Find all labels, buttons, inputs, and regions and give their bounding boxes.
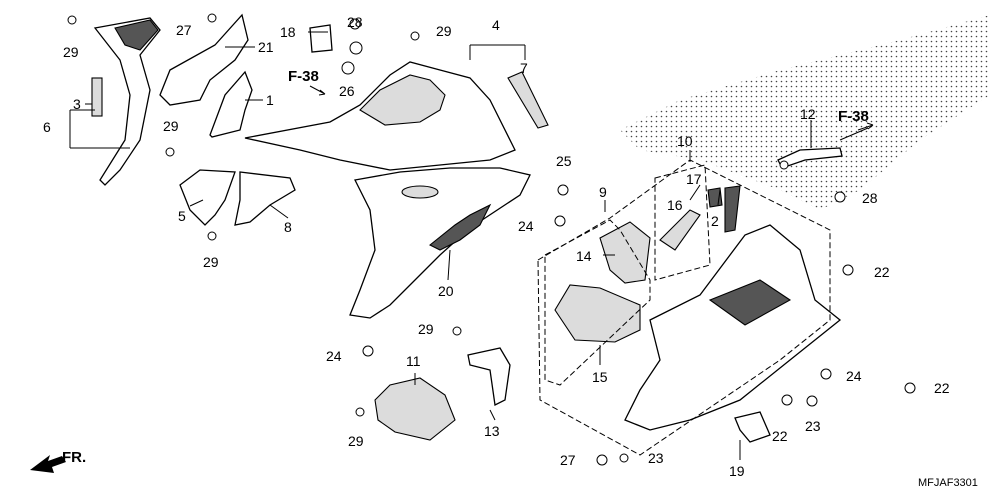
part-16-bracket xyxy=(659,209,701,251)
callout-12: 12 xyxy=(800,106,816,122)
callout-22a: 22 xyxy=(874,264,890,280)
callout-17: 17 xyxy=(686,171,702,187)
part-6-top xyxy=(114,19,159,51)
callout-2: 2 xyxy=(711,213,719,229)
callout-11: 11 xyxy=(406,353,421,369)
callout-29c: 29 xyxy=(163,118,179,134)
part-18-stay xyxy=(309,24,333,53)
part-4-cowl-stripe xyxy=(359,74,446,126)
callout-27a: 27 xyxy=(176,22,192,38)
part-9-inner-vent xyxy=(708,279,792,326)
callout-13: 13 xyxy=(484,423,500,439)
diagram-code: MFJAF3301 xyxy=(918,477,978,489)
part-19-stay xyxy=(734,411,771,443)
part-15-pad xyxy=(554,284,641,343)
callout-23a: 23 xyxy=(805,418,821,434)
callout-8: 8 xyxy=(284,219,292,235)
part-8-panel xyxy=(234,171,296,226)
callout-28a: 28 xyxy=(347,14,363,30)
part-20-vent xyxy=(401,185,439,199)
part-2-strip xyxy=(724,185,741,233)
part-13-bracket xyxy=(467,347,511,406)
callout-19: 19 xyxy=(729,463,745,479)
part-5-bracket xyxy=(179,169,236,226)
part-20-graphic xyxy=(428,203,492,251)
part-21-inner xyxy=(159,13,249,106)
callout-22b: 22 xyxy=(934,380,950,396)
fasteners xyxy=(67,13,916,466)
callout-21: 21 xyxy=(258,39,274,55)
leader-lines xyxy=(69,31,869,460)
part-3-strip xyxy=(91,77,103,117)
callout-15: 15 xyxy=(592,369,608,385)
callout-1: 1 xyxy=(266,92,274,108)
callout-27b: 27 xyxy=(560,452,576,468)
outline-box-10 xyxy=(537,159,831,456)
callout-14: 14 xyxy=(576,248,592,264)
part-7-trim xyxy=(507,71,549,129)
callout-22c: 22 xyxy=(772,428,788,444)
ref-f38-left: F-38 xyxy=(288,68,319,85)
callout-16: 16 xyxy=(667,197,683,213)
callout-29d: 29 xyxy=(203,254,219,270)
front-arrow-icon xyxy=(30,455,66,473)
callout-4: 4 xyxy=(492,17,500,33)
callout-29e: 29 xyxy=(418,321,434,337)
callout-9: 9 xyxy=(599,184,607,200)
callout-26: 26 xyxy=(339,83,355,99)
frame-silhouette xyxy=(620,15,990,210)
callout-24c: 24 xyxy=(846,368,862,384)
part-11-cover xyxy=(374,377,456,441)
outline-box-9 xyxy=(544,219,651,386)
part-9-lower-panel xyxy=(624,224,842,431)
callout-5: 5 xyxy=(178,208,186,224)
callout-29f: 29 xyxy=(348,433,364,449)
callout-20: 20 xyxy=(438,283,454,299)
callout-6: 6 xyxy=(43,119,51,135)
callout-25: 25 xyxy=(556,153,572,169)
callout-23b: 23 xyxy=(648,450,664,466)
callout-29b: 29 xyxy=(436,23,452,39)
callout-3: 3 xyxy=(73,96,81,112)
part-1-duct xyxy=(209,70,253,138)
front-label: FR. xyxy=(62,449,86,466)
callout-24b: 24 xyxy=(326,348,342,364)
ref-arrow-left xyxy=(309,85,326,96)
callout-29a: 29 xyxy=(63,44,79,60)
ref-arrow-right xyxy=(857,122,874,131)
callout-18: 18 xyxy=(280,24,296,40)
callout-10: 10 xyxy=(677,133,693,149)
ref-f38-right: F-38 xyxy=(838,108,869,125)
callout-24a: 24 xyxy=(518,218,534,234)
part-14-pad xyxy=(599,221,651,284)
callout-28b: 28 xyxy=(862,190,878,206)
callout-7: 7 xyxy=(520,60,528,76)
